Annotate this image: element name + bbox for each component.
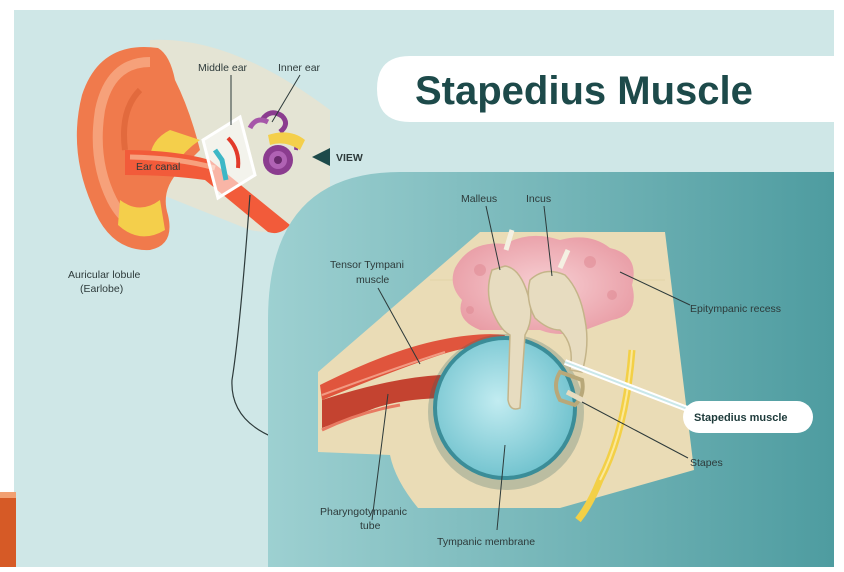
- label-tympanic-membrane: Tympanic membrane: [437, 536, 535, 548]
- label-pharyngotympanic: Pharyngotympanic: [320, 506, 407, 518]
- label-tensor-tympani-muscle: muscle: [356, 274, 389, 286]
- label-epitympanic-recess: Epitympanic recess: [690, 303, 781, 315]
- label-earlobe: (Earlobe): [80, 283, 123, 295]
- label-stapes: Stapes: [690, 457, 723, 469]
- accent-bar: [0, 498, 16, 567]
- tympanic-membrane-shape: [435, 338, 575, 478]
- label-stapedius-muscle: Stapedius muscle: [694, 412, 788, 424]
- view-label: VIEW: [336, 152, 363, 164]
- label-incus: Incus: [526, 193, 551, 205]
- label-inner-ear: Inner ear: [278, 62, 321, 74]
- label-auricular-lobule: Auricular lobule: [68, 269, 141, 281]
- label-tensor-tympani: Tensor Tympani: [330, 259, 404, 271]
- label-middle-ear: Middle ear: [198, 62, 248, 74]
- label-ear-canal: Ear canal: [136, 161, 180, 173]
- label-pharyngotympanic-tube: tube: [360, 520, 381, 532]
- label-malleus: Malleus: [461, 193, 497, 205]
- page-title: Stapedius Muscle: [415, 69, 753, 113]
